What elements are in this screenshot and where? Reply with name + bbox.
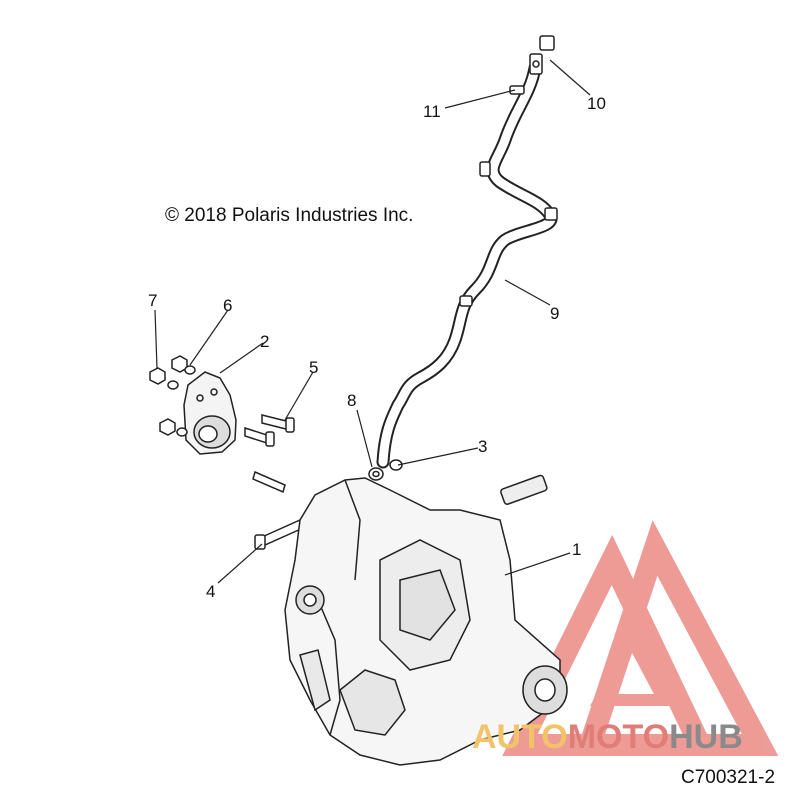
vent-hose-icon bbox=[376, 61, 558, 469]
callout-11: 11 bbox=[423, 102, 441, 121]
callout-1: 1 bbox=[572, 540, 581, 559]
callout-10: 10 bbox=[587, 94, 606, 113]
nut-icon bbox=[149, 355, 188, 436]
callout-8: 8 bbox=[347, 391, 356, 410]
watermark-triangle-logo-icon bbox=[502, 520, 779, 756]
vent-fitting-icon bbox=[368, 467, 384, 481]
callout-3: 3 bbox=[478, 437, 487, 456]
bolt-icon bbox=[244, 414, 304, 550]
callout-2: 2 bbox=[260, 332, 269, 351]
mount-bracket-icon bbox=[183, 371, 237, 455]
hose-clamp-icon bbox=[389, 459, 403, 471]
hose-clamp-icon bbox=[459, 85, 558, 307]
watermark-text-moto: MOTO bbox=[567, 718, 670, 756]
watermark-text: AUTOMOTOHUB bbox=[472, 718, 743, 757]
drawing-id: C700321-2 bbox=[681, 767, 776, 788]
transmission-assembly-icon bbox=[284, 474, 568, 766]
callout-6: 6 bbox=[223, 296, 232, 315]
callout-4: 4 bbox=[206, 582, 215, 601]
watermark-text-hub: HUB bbox=[669, 718, 743, 756]
leader-lines bbox=[154, 59, 591, 584]
callout-5: 5 bbox=[309, 358, 318, 377]
callout-9: 9 bbox=[550, 304, 559, 323]
watermark-text-auto: AUTO bbox=[472, 718, 568, 756]
callout-7: 7 bbox=[148, 291, 157, 310]
copyright-notice: © 2018 Polaris Industries Inc. bbox=[165, 205, 414, 226]
vent-fitting-icon bbox=[529, 35, 555, 75]
washer-icon bbox=[167, 365, 196, 437]
